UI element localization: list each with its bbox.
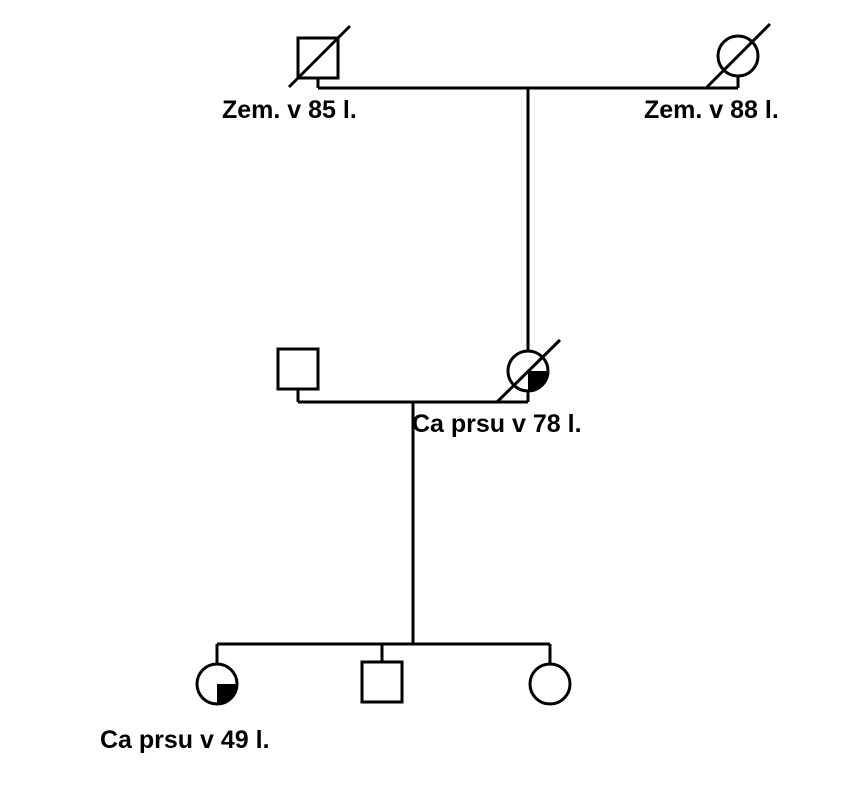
gen3-daughter1-symbol <box>195 662 239 706</box>
gen1-male-label: Zem. v 85 l. <box>222 96 357 124</box>
gen3-son-symbol <box>360 660 404 704</box>
gen1-male-symbol <box>287 24 352 89</box>
deceased-slash <box>705 22 772 89</box>
affected-quadrant-fill <box>528 371 548 391</box>
gen3-daughter2-symbol <box>528 662 572 706</box>
deceased-slash <box>287 24 352 89</box>
deceased-slash <box>495 338 562 404</box>
gen1-female-label: Zem. v 88 l. <box>644 96 779 124</box>
gen2-spouse-symbol <box>276 347 320 391</box>
gen3-daughter1-label: Ca prsu v 49 l. <box>100 726 270 754</box>
gen2-proband-mother-symbol <box>495 338 562 404</box>
gen2-proband-mother-label: Ca prsu v 78 l. <box>412 410 582 438</box>
gen1-female-symbol <box>705 22 772 89</box>
affected-quadrant-fill <box>217 684 237 704</box>
